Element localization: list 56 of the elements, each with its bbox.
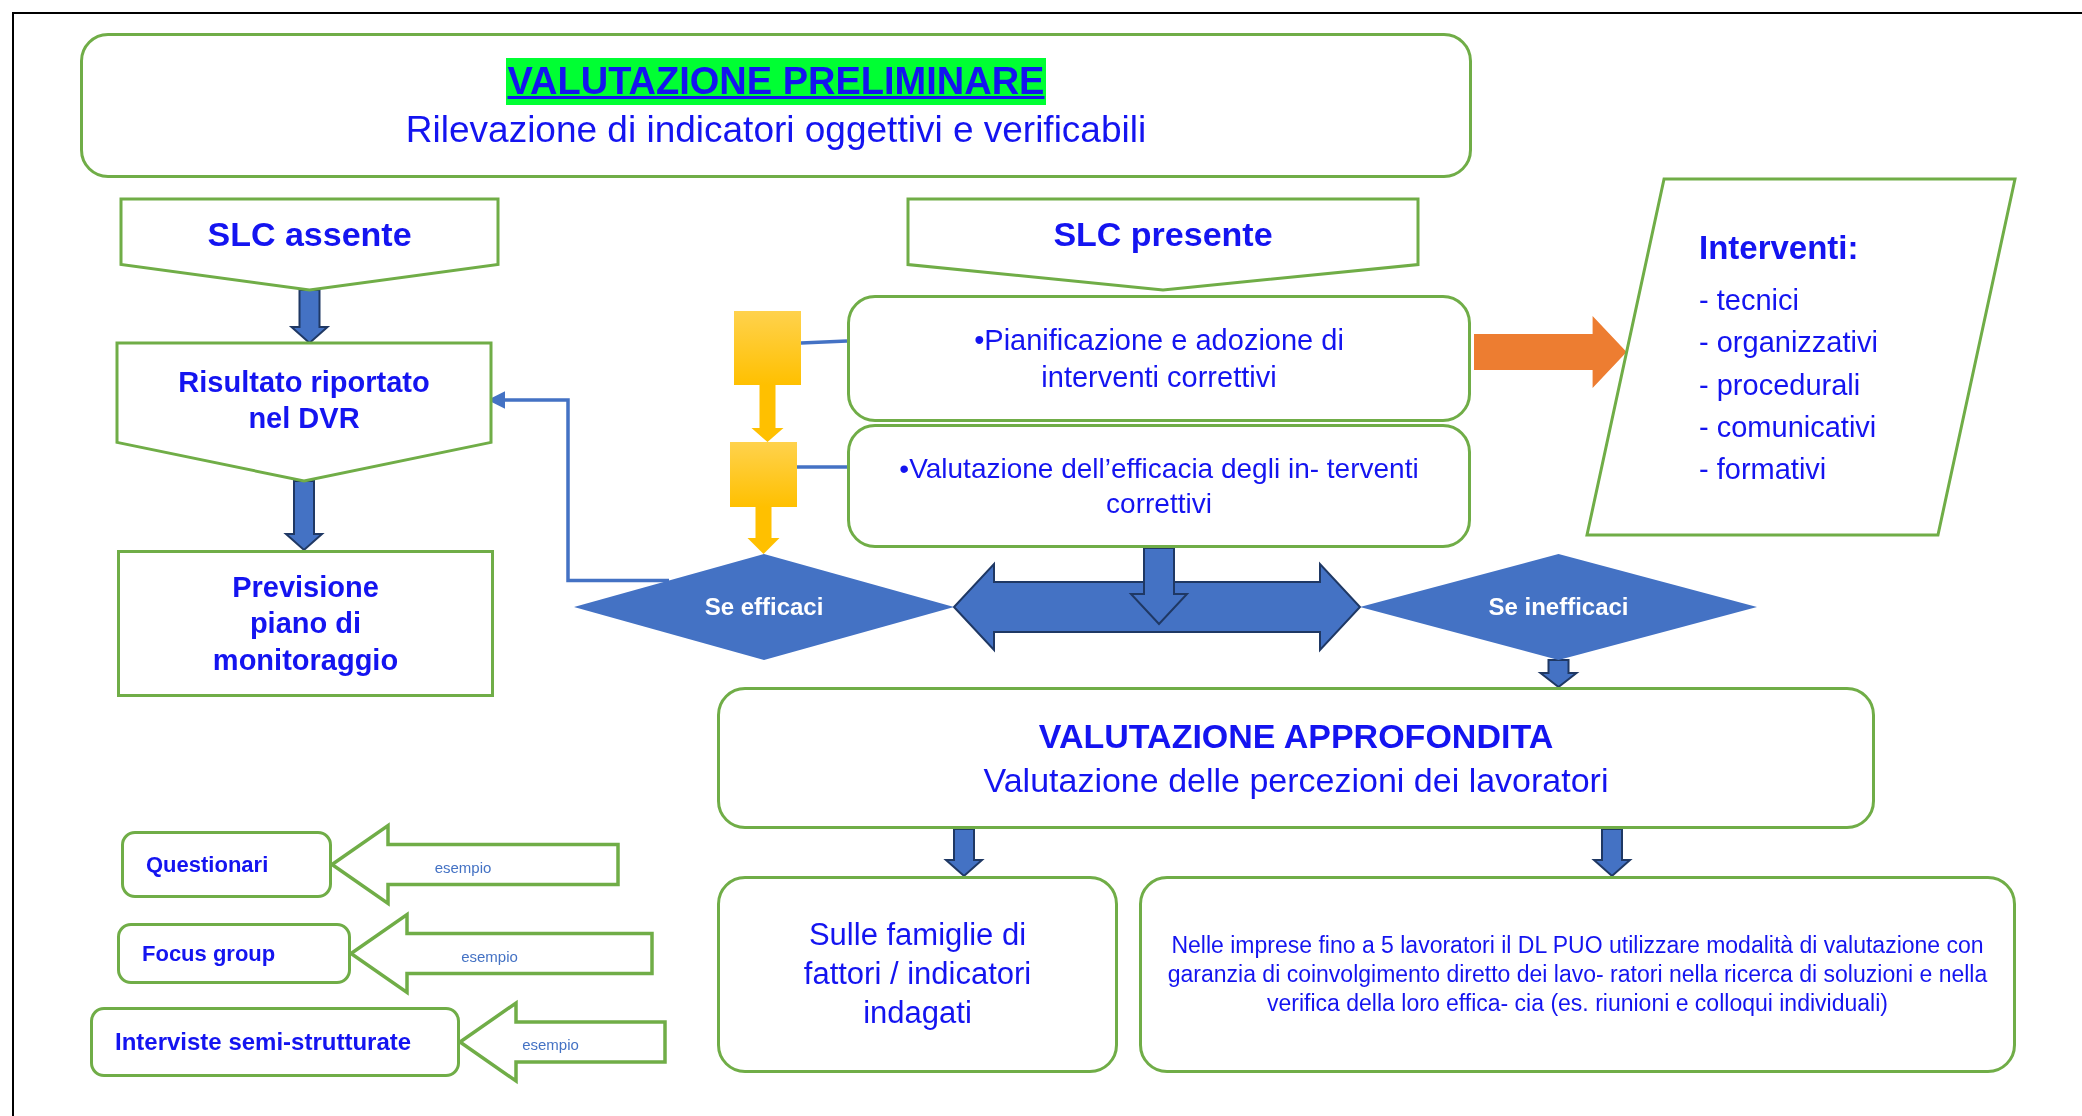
rounded-box <box>1139 876 2016 1073</box>
box-label: •Valutazione dell’efficacia degli in- terventi correttivi <box>898 452 1420 521</box>
box-label: SLC presente <box>1053 214 1273 256</box>
list-item: - procedurali <box>1699 367 1861 403</box>
pentagon-box <box>117 343 491 481</box>
pentagon-box <box>121 199 498 290</box>
process-box <box>117 550 494 697</box>
connector-line <box>797 465 847 469</box>
block-arrow <box>1591 828 1633 878</box>
box-heading: Interventi: <box>1699 227 1859 268</box>
box-label: Sulle famiglie di fattori / indicatori indagati <box>802 916 1033 1032</box>
rounded-box <box>80 33 1472 178</box>
rounded-box <box>847 295 1471 422</box>
block-arrow <box>751 385 784 442</box>
box-label: Questionari <box>146 850 269 879</box>
box-label: Previsione piano di monitoraggio <box>211 570 400 678</box>
edge-label: esempio <box>461 947 518 964</box>
list-item: - comunicativi <box>1699 409 1877 445</box>
edge-label: esempio <box>522 1035 579 1053</box>
box-heading: VALUTAZIONE APPROFONDITA <box>1038 715 1554 757</box>
connector-line <box>800 339 848 345</box>
square-marker <box>730 442 797 507</box>
list-item: - formativi <box>1699 452 1827 487</box>
box-label: Risultato riportato nel DVR <box>177 364 431 436</box>
pentagon-box <box>908 199 1418 290</box>
box-heading: VALUTAZIONE PRELIMINARE <box>505 57 1047 106</box>
box-label: SLC assente <box>207 214 412 256</box>
box-label: Interviste semi-strutturate <box>115 1027 412 1057</box>
rounded-box <box>717 687 1875 829</box>
block-arrow <box>1474 316 1627 388</box>
block-arrow <box>1537 659 1580 689</box>
block-arrow <box>747 507 780 554</box>
box-label: Se inefficaci <box>1488 592 1629 622</box>
rounded-box <box>121 831 332 898</box>
rounded-box <box>90 1007 460 1077</box>
block-arrow <box>288 289 331 345</box>
block-arrow <box>952 561 1362 653</box>
block-arrow <box>943 828 985 878</box>
box-subheading: Valutazione delle percezioni dei lavoratori <box>983 760 1609 801</box>
list-item: - organizzativi <box>1699 325 1878 361</box>
box-label: Se efficaci <box>704 592 824 622</box>
rounded-box <box>717 876 1118 1073</box>
rounded-box <box>117 923 351 984</box>
box-label: •Pianificazione e adozione di interventi correttivi <box>973 323 1345 395</box>
box-label: Nelle imprese fino a 5 lavoratori il DL PUO utilizzare modalità di valutazione con garanzia di coinvolgimento diretto dei lavo- ratori nella ricerca di soluzioni e nella verifica della loro effica- cia (es. riunioni e colloqui individuali) <box>1166 931 1989 1018</box>
block-arrow <box>283 480 325 552</box>
decision-diamond <box>574 554 954 660</box>
parallelogram-box <box>1587 179 2015 535</box>
decision-diamond <box>1360 554 1757 660</box>
block-arrow <box>1128 547 1190 626</box>
list-item: - tecnici <box>1699 283 1799 318</box>
edge-label: esempio <box>434 858 492 875</box>
square-marker <box>734 311 801 385</box>
box-label: Focus group <box>142 939 276 968</box>
box-subheading: Rilevazione di indicatori oggettivi e verificabili <box>405 108 1147 153</box>
rounded-box <box>847 424 1471 548</box>
